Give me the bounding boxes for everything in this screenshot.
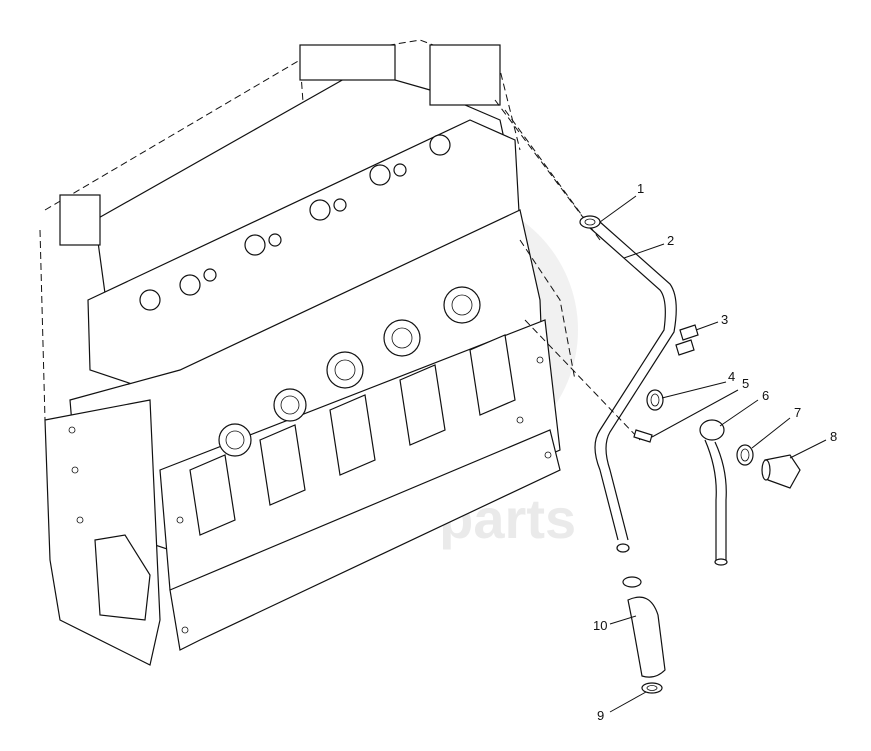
callout-5: 5 — [742, 376, 749, 391]
callouts: 1 2 3 4 5 6 7 8 9 10 — [593, 181, 837, 723]
part-10-hose — [622, 576, 666, 678]
part-4-o-ring — [646, 389, 664, 411]
part-3-bolts — [675, 324, 699, 356]
callout-7: 7 — [794, 405, 801, 420]
callout-4: 4 — [728, 369, 735, 384]
part-5-bolt — [633, 429, 653, 443]
engine-block — [39, 39, 576, 666]
part-9-clamp — [641, 682, 663, 694]
callout-3: 3 — [721, 312, 728, 327]
callout-2: 2 — [667, 233, 674, 248]
callout-8: 8 — [830, 429, 837, 444]
callout-6: 6 — [762, 388, 769, 403]
part-7-o-ring — [736, 444, 754, 466]
part-2-dipstick-tube — [589, 221, 677, 553]
callout-9: 9 — [597, 708, 604, 723]
callout-10: 10 — [593, 618, 607, 633]
part-1-seal — [579, 215, 601, 229]
part-6-banjo-tube — [699, 419, 728, 566]
callout-1: 1 — [637, 181, 644, 196]
part-8-plug — [761, 454, 801, 489]
